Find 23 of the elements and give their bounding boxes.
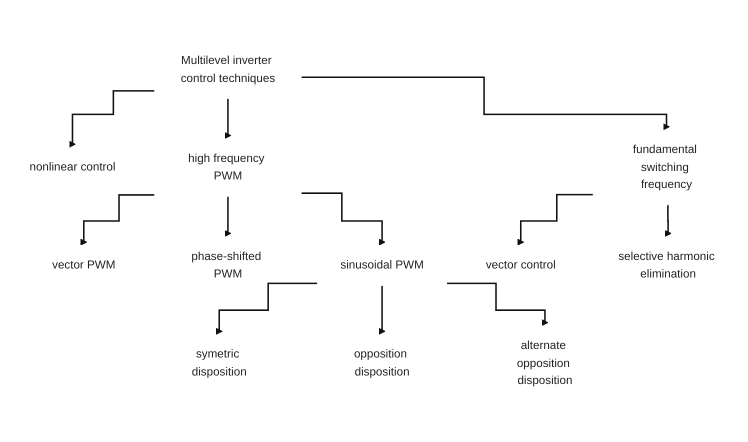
node-text: sinusoidal PWM <box>340 258 424 272</box>
arrow <box>447 282 548 326</box>
node-text: alternate opposition disposition <box>516 338 572 387</box>
arrow <box>664 204 672 237</box>
node-text: vector control <box>486 258 556 272</box>
node-text: nonlinear control <box>29 160 116 174</box>
node-text: opposition disposition <box>354 348 410 378</box>
node-text: phase-shifted PWM <box>191 250 262 280</box>
node-text: fundamental switching frequency <box>632 143 697 192</box>
arrow <box>216 282 318 335</box>
node-text: selective harmonic elimination <box>618 250 715 280</box>
node-text: Multilevel inverter control techniques <box>180 54 276 85</box>
node-text: symetric disposition <box>192 348 247 378</box>
node-text: high frequency PWM <box>188 152 264 182</box>
arrow <box>378 285 386 335</box>
arrow <box>302 192 386 246</box>
arrow <box>224 98 232 139</box>
arrow <box>69 90 154 148</box>
node-text: vector PWM <box>52 258 116 272</box>
arrow <box>224 196 232 237</box>
arrow <box>302 76 670 130</box>
arrow <box>517 194 593 246</box>
arrow <box>80 194 154 246</box>
